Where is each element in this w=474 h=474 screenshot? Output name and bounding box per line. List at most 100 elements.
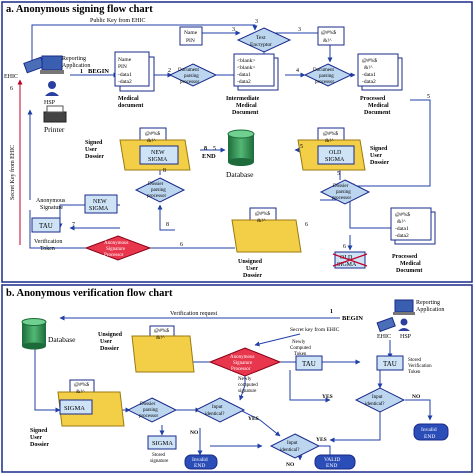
med-doc-line-2: PIN: [118, 64, 127, 70]
ve-1: VALID: [324, 457, 340, 463]
dpa2-2: parsing: [336, 190, 351, 195]
ie1-2: END: [194, 463, 205, 469]
dpp1-2: parsing: [184, 74, 199, 79]
num-3c: 3: [298, 27, 301, 33]
strike-mark: [332, 253, 368, 267]
asp-a-1: Anonymous: [104, 241, 129, 246]
num-6a: 6: [305, 222, 308, 228]
med-doc-line-4: -data2: [118, 79, 132, 85]
hsp-label-b: HSP: [400, 334, 412, 340]
proc-cap-1: Processed: [360, 96, 386, 102]
ie2-1: Invalid: [421, 427, 437, 433]
computer-icon-b: [393, 299, 415, 315]
int-doc-1: <blank>: [237, 58, 255, 64]
num-6d: 6: [10, 86, 13, 92]
int-doc-4: -data2: [237, 79, 251, 85]
pdbc-2: Medical: [400, 261, 421, 267]
old-cap-2: User: [370, 153, 382, 159]
ie1-1: Invalid: [192, 457, 208, 463]
yes-3: YES: [316, 437, 327, 443]
panel-b-title: b. Anonymous verification flow chart: [6, 288, 173, 299]
input-identical-diamond-2: [354, 387, 406, 413]
ehic-card-b: [376, 316, 396, 333]
med-doc-line-3: -data1: [118, 72, 132, 78]
input-identical-diamond-1: [194, 397, 246, 423]
name-pin-box: [179, 26, 203, 46]
pdbc-1: Processed: [392, 254, 418, 260]
num-2: 2: [168, 68, 171, 74]
processed-document-bottom: [390, 207, 436, 245]
med-doc-caption-1: Medical: [118, 96, 139, 102]
begin-label-a: BEGIN: [88, 68, 109, 75]
ii1-2: identical?: [205, 412, 225, 417]
uns-cap-1: Unsigned: [238, 259, 263, 265]
proc-cap-2: Medical: [368, 103, 389, 109]
new-sigma-1: NEW: [151, 150, 165, 156]
panel-a-frame: [1, 1, 473, 283]
doc-parsing-diamond-2: [303, 63, 353, 87]
hsp-label: HSP: [44, 100, 56, 106]
medical-document: [114, 51, 155, 92]
ii1-1: Input: [212, 405, 223, 410]
num-3a: 3: [255, 19, 258, 25]
text-encryptor-diamond: [236, 27, 292, 53]
dossier-parsing-diamond-a2: [319, 179, 371, 205]
new-sigma-2: SIGMA: [148, 157, 168, 163]
sdb-cap-1: Signed: [30, 428, 48, 434]
unsb-cipher-2: &!^: [156, 335, 165, 341]
old-sigma-folder: [297, 127, 366, 171]
pdb-2: &!^: [397, 219, 406, 225]
med-doc-line-1: Name: [118, 57, 132, 63]
old-sigma-1: OLD: [329, 150, 342, 156]
sigma-stored-label: SIGMA: [152, 440, 173, 447]
ss-2: signature: [150, 459, 169, 464]
unsb-cap-1: Unsigned: [98, 332, 123, 338]
anon-sig-1: Anonymous: [36, 198, 66, 204]
signed-cap-3: Dossier: [85, 154, 104, 160]
vt-1: Verification: [34, 238, 62, 245]
dpa1-3: processor: [147, 194, 166, 199]
uns-cap-2: User: [246, 266, 258, 272]
new-sigma-box: [84, 194, 118, 214]
database-icon-a: [227, 129, 255, 166]
new-sigma-box-1: NEW: [93, 199, 107, 205]
num-8b: 8: [166, 222, 169, 228]
dpa2-3: processor: [332, 196, 351, 201]
dpp2-2: parsing: [319, 74, 334, 79]
dpa1-1: Dossier: [148, 182, 164, 187]
unsigned-dossier-folder-a: [231, 207, 302, 253]
ii3-2: identical?: [280, 448, 300, 453]
ie2-2: END: [424, 434, 435, 440]
tau-box-b-left: [295, 355, 323, 371]
reporting-app-label-1: Reporting: [62, 56, 86, 62]
cipher-top-1: @#%$: [321, 29, 336, 36]
old-struck-1: OLD: [340, 255, 353, 261]
vt-2: Token: [40, 246, 55, 252]
int-doc-3: -data1: [237, 72, 251, 78]
old-sigma-2: SIGMA: [325, 157, 345, 163]
yes-no-labels: YES NO YES NO YES NO: [190, 394, 421, 468]
secret-key-label-a: Secret Key from EHIC: [9, 145, 16, 200]
text-encryptor-1: Text: [256, 35, 266, 41]
dpb-3: processor: [139, 414, 158, 419]
dpa1-2: parsing: [151, 188, 166, 193]
sigma-stored-box: [147, 435, 177, 450]
doc-parsing-diamond-1: [168, 63, 218, 87]
name-pin-top-2: PIN: [186, 38, 195, 44]
pdb-1: @#%$: [395, 211, 410, 218]
printer-icon: [43, 105, 67, 123]
pdbc-3: Document: [396, 268, 422, 274]
database-icon-b: [21, 318, 47, 350]
step-1: 1: [80, 69, 83, 75]
computer-icon: [40, 55, 64, 74]
sdb-cap-2: User: [30, 435, 42, 441]
text-encryptor-2: Encryptor: [250, 42, 272, 48]
cipher-top-2: &!^: [323, 38, 332, 44]
tau-box-a: [31, 217, 61, 233]
step-8-end: 8: [204, 146, 207, 152]
num-7: 7: [72, 222, 75, 228]
verification-request-label: Verification request: [170, 310, 217, 317]
pdb-3: -data1: [395, 226, 409, 232]
panel-a-title: a. Anonymous signing flow chart: [6, 4, 153, 15]
sigma-label-b: SIGMA: [64, 405, 85, 412]
